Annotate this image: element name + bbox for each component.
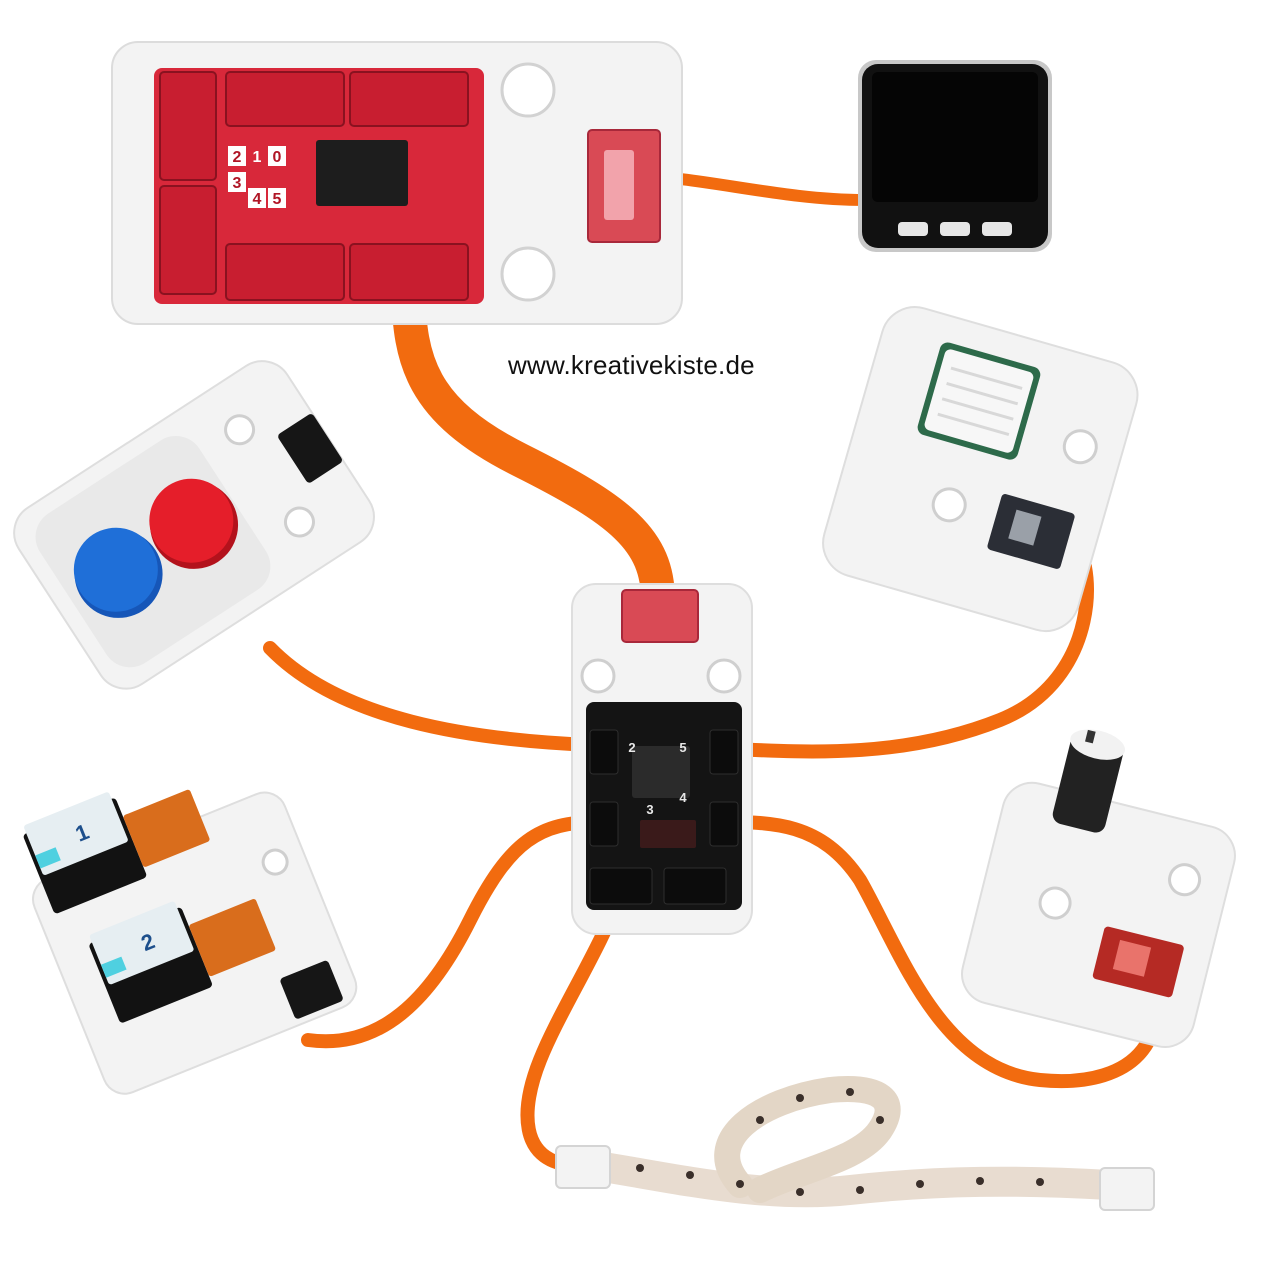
hub-chip [632, 746, 690, 798]
relay-terminal-1[interactable] [123, 789, 211, 868]
hub-port-bottom-left[interactable] [589, 867, 653, 905]
hub-board [586, 702, 742, 910]
dual-button-unit [13, 360, 375, 690]
pbhub-label-1: 1 [253, 149, 262, 166]
pbhub-channel-labels: 2 1 0 3 4 5 [228, 146, 286, 208]
hub-port-right-top[interactable] [709, 729, 739, 775]
core-button-a[interactable] [898, 222, 928, 236]
pbhub-label-2: 2 [233, 149, 242, 166]
hub-unit: 5 4 3 2 [571, 583, 753, 935]
mount-hole-icon [500, 62, 556, 118]
cable-angle-to-hub [705, 814, 1163, 1089]
cable-sensor-to-hub [705, 523, 1094, 759]
cables [263, 170, 1163, 1172]
hub-port-left-bottom[interactable] [589, 801, 619, 847]
red-button[interactable] [133, 463, 249, 579]
hub-port-right-bottom[interactable] [709, 801, 739, 847]
website-url: www.kreativekiste.de [508, 350, 755, 380]
relay-unit: 1 2 [23, 789, 358, 1095]
button-grove-port[interactable] [277, 413, 344, 485]
cable-button-to-hub [263, 641, 599, 752]
core-screen [872, 72, 1038, 202]
blue-button[interactable] [58, 512, 174, 628]
cable-led-to-hub [520, 883, 629, 1172]
angle-unit [961, 729, 1236, 1048]
pbhub-chip [316, 140, 408, 206]
led-strip [555, 1076, 1155, 1211]
hub-label-5: 5 [679, 740, 686, 755]
pbhub-label-3: 3 [233, 175, 242, 192]
hub-input-port[interactable] [621, 589, 699, 643]
core-button-c[interactable] [982, 222, 1012, 236]
led-strip-connector-out[interactable] [1099, 1167, 1155, 1211]
sensor-unit [822, 306, 1139, 632]
pbhub-label-0: 0 [273, 149, 282, 166]
hub-port-bottom-right[interactable] [663, 867, 727, 905]
hub-label-2: 2 [628, 740, 635, 755]
cable-relay-to-hub [301, 815, 605, 1049]
core-device [858, 60, 1052, 252]
led-strip-connector-in[interactable] [555, 1145, 611, 1189]
hub-label-3: 3 [646, 802, 653, 817]
relay-grove-port[interactable] [279, 960, 344, 1020]
hub-port-left-top[interactable] [589, 729, 619, 775]
relay-terminal-2[interactable] [188, 898, 276, 977]
pbhub-label-4: 4 [253, 191, 262, 208]
core-button-b[interactable] [940, 222, 970, 236]
pbhub-label-5: 5 [273, 191, 282, 208]
hub-label-4: 4 [679, 790, 687, 805]
mount-hole-icon [500, 246, 556, 302]
cable-pbhub-to-hub [391, 273, 675, 617]
pbhub-unit: 2 1 0 3 4 5 [111, 41, 683, 325]
